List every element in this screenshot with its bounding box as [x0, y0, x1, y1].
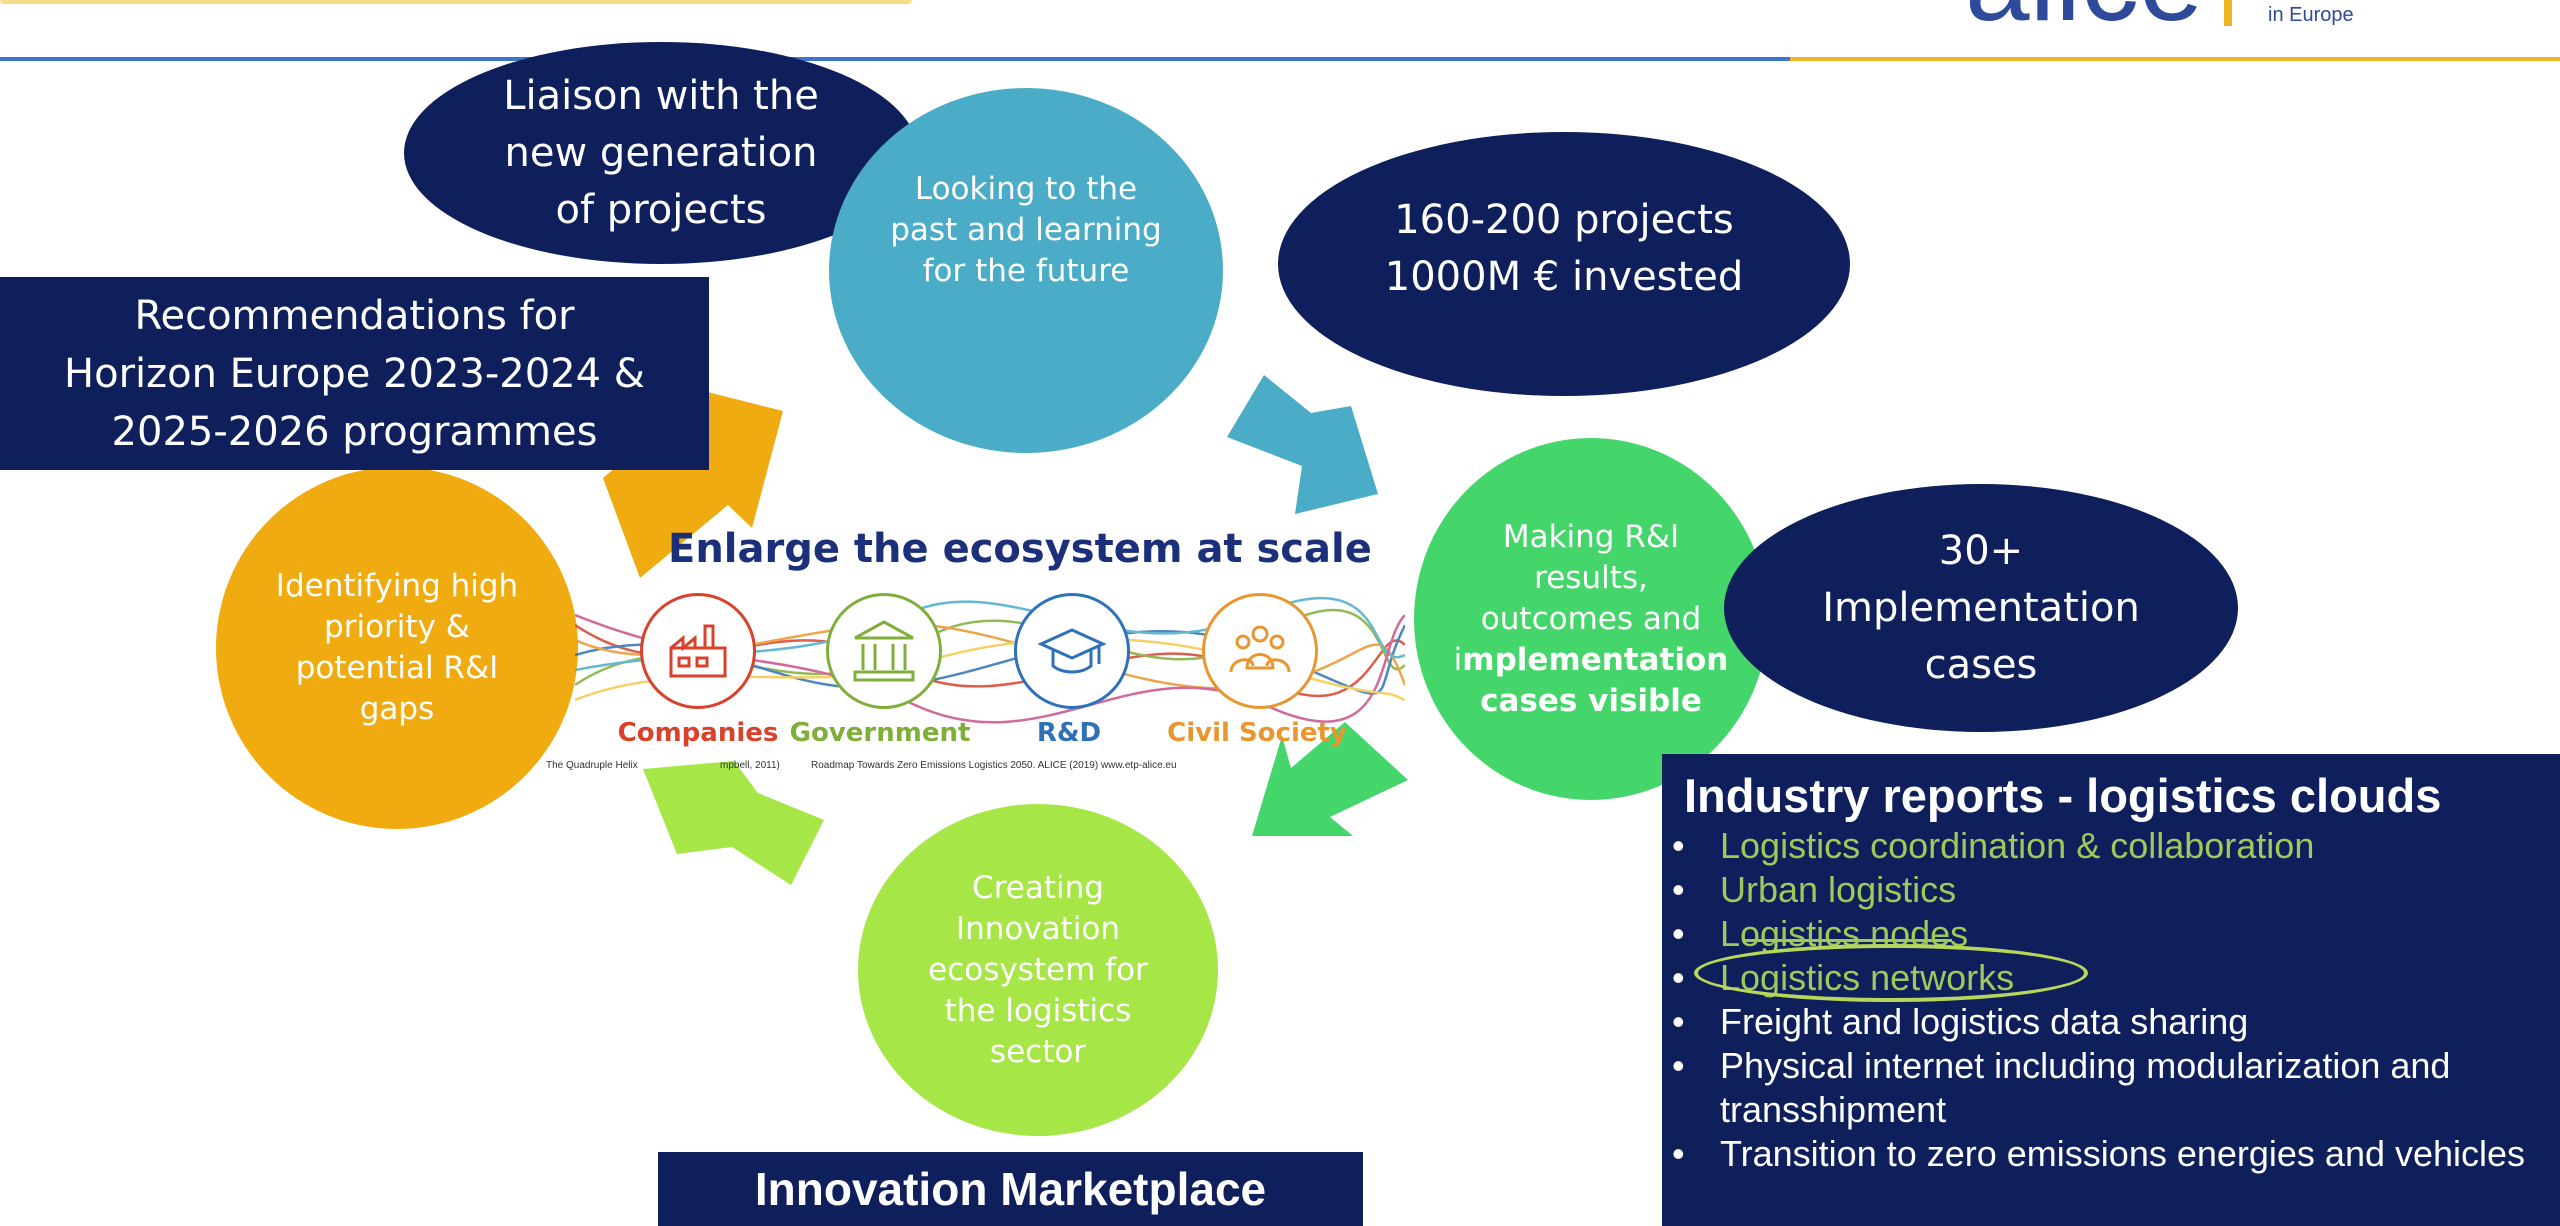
caption-roadmap: Roadmap Towards Zero Emissions Logistics…: [811, 760, 1177, 771]
logo-subtitle: in Europe: [2268, 4, 2354, 26]
people-group-icon: [1202, 593, 1318, 709]
ecosystem-title: Enlarge the ecosystem at scale: [668, 526, 1372, 572]
identifying-line-4: gaps: [359, 691, 435, 727]
innovation-marketplace-box: Innovation Marketplace: [658, 1152, 1363, 1226]
innovation-marketplace-title: Innovation Marketplace: [754, 1163, 1267, 1215]
report-item: Transition to zero emissions energies an…: [1662, 1132, 2542, 1176]
creating-ecosystem-bubble: Creating Innovation ecosystem for the lo…: [858, 804, 1218, 1136]
identifying-bubble: Identifying high priority & potential R&…: [216, 467, 578, 829]
recommendations-line-1: Recommendations for: [134, 292, 575, 339]
creating-line-1: Creating: [972, 869, 1104, 906]
making-line-4-bold: mplementation: [1462, 641, 1729, 678]
liaison-line-3: of projects: [555, 186, 767, 233]
logo-accent-bar: [2224, 0, 2232, 26]
implementation-line-3: cases: [1924, 641, 2038, 688]
header-divider-blue: [0, 57, 1790, 61]
graduation-cap-icon: [1014, 593, 1130, 709]
making-line-2: results,: [1534, 559, 1648, 596]
making-line-1: Making R&I: [1502, 518, 1680, 555]
projects-bubble: 160-200 projects 1000M € invested: [1278, 132, 1850, 396]
looking-line-2: past and learning: [890, 212, 1162, 248]
making-line-4: implementation: [1454, 640, 1729, 681]
recommendations-line-3: 2025-2026 programmes: [111, 408, 598, 455]
liaison-line-2: new generation: [504, 129, 818, 176]
making-line-4-prefix: i: [1453, 641, 1463, 678]
looking-bubble: Looking to the past and learning for the…: [829, 88, 1223, 453]
looking-line-1: Looking to the: [914, 171, 1138, 207]
recommendations-box: Recommendations for Horizon Europe 2023-…: [0, 277, 709, 470]
implementation-cases-bubble: 30+ Implementation cases: [1724, 484, 2238, 732]
highlight-ellipse: [1694, 944, 2088, 1002]
making-results-bubble: Making R&I results, outcomes and impleme…: [1414, 438, 1768, 800]
identifying-line-1: Identifying high: [275, 568, 519, 604]
report-item-highlighted: Urban logistics: [1662, 868, 2542, 912]
arrow-orange: [603, 381, 783, 578]
caption-quadruple-helix: The Quadruple Helix: [546, 760, 638, 771]
label-civil-society: Civil Society: [1167, 718, 1347, 748]
caption-quadruple-helix-end: mpbell, 2011): [720, 760, 780, 771]
making-line-3: outcomes and: [1480, 600, 1702, 637]
recommendations-line-2: Horizon Europe 2023-2024 &: [64, 350, 645, 397]
alice-logo-word: alice: [1965, 0, 2204, 38]
report-item: Physical internet including modularizati…: [1662, 1044, 2542, 1132]
report-item: Freight and logistics data sharing: [1662, 1000, 2542, 1044]
projects-line-1: 160-200 projects: [1394, 197, 1734, 243]
creating-line-4: the logistics: [944, 992, 1132, 1029]
arrow-green: [1252, 722, 1408, 836]
factory-icon: [640, 593, 756, 709]
creating-line-5: sector: [989, 1033, 1087, 1070]
implementation-line-1: 30+: [1938, 527, 2024, 574]
government-building-icon: [826, 593, 942, 709]
header-divider-orange: [1790, 57, 2560, 61]
implementation-line-2: Implementation: [1822, 584, 2140, 631]
top-accent-strip: [0, 0, 912, 4]
report-item-highlighted: Logistics coordination & collaboration: [1662, 824, 2542, 868]
making-line-5: cases visible: [1480, 682, 1702, 719]
projects-line-2: 1000M € invested: [1384, 254, 1744, 300]
liaison-line-1: Liaison with the: [503, 72, 819, 119]
industry-reports-title: Industry reports - logistics clouds: [1684, 769, 2442, 822]
label-rnd: R&D: [1036, 718, 1102, 748]
arrow-teal: [1227, 375, 1378, 514]
industry-reports-list: Logistics coordination & collaboration U…: [1662, 824, 2542, 1176]
creating-line-2: Innovation: [955, 910, 1121, 947]
creating-line-3: ecosystem for: [928, 951, 1148, 988]
looking-line-3: for the future: [922, 253, 1130, 289]
label-government: Government: [789, 718, 971, 748]
identifying-line-3: potential R&I: [295, 650, 499, 686]
label-companies: Companies: [617, 718, 779, 748]
identifying-line-2: priority &: [324, 609, 470, 645]
strike-line: [1742, 939, 1952, 942]
arrow-lime: [643, 761, 824, 885]
industry-reports-box: Industry reports - logistics clouds Logi…: [1662, 754, 2560, 1226]
liaison-bubble: Liaison with the new generation of proje…: [404, 42, 918, 264]
